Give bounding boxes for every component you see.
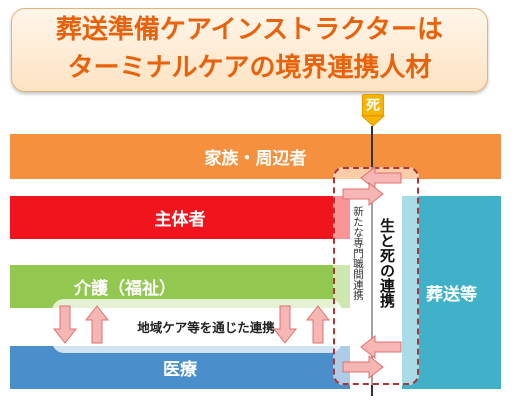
top-right-arrow <box>342 181 384 207</box>
care-band-label-wrap: 介護（福祉） <box>10 265 240 308</box>
subject-band: 主体者 <box>10 196 350 239</box>
up-arrow-left <box>84 305 110 344</box>
new-collaboration-label: 新たな専門職間連携 <box>352 206 364 301</box>
title-line-2: ターミナルケアの境界連携人材 <box>67 53 432 83</box>
bottom-left-arrow <box>360 334 402 360</box>
death-marker-label: 死 <box>366 98 380 114</box>
down-arrow-right <box>272 305 298 344</box>
medical-band-label: 医療 <box>163 360 197 380</box>
family-band: 家族・周辺者 <box>10 134 501 179</box>
down-arrow-left <box>52 305 78 344</box>
title-box <box>11 8 488 92</box>
life-death-link-label: 生と死の連携 <box>378 218 396 308</box>
title-line-1: 葬送準備ケアインストラクターは <box>55 15 444 45</box>
care-band-label: 介護（福祉） <box>74 279 176 299</box>
death-marker-notch <box>360 115 386 127</box>
regional-care-label: 地域ケア等を通じた連携 <box>137 319 275 335</box>
family-band-label: 家族・周辺者 <box>204 149 307 169</box>
up-arrow-right <box>305 305 331 344</box>
funeral-band-label: 葬送等 <box>426 285 477 305</box>
top-left-arrow <box>360 165 402 191</box>
subject-band-label: 主体者 <box>154 210 206 230</box>
medical-band: 医療 <box>10 346 350 389</box>
bottom-right-arrow <box>342 354 384 380</box>
death-marker: 死 <box>362 94 384 116</box>
